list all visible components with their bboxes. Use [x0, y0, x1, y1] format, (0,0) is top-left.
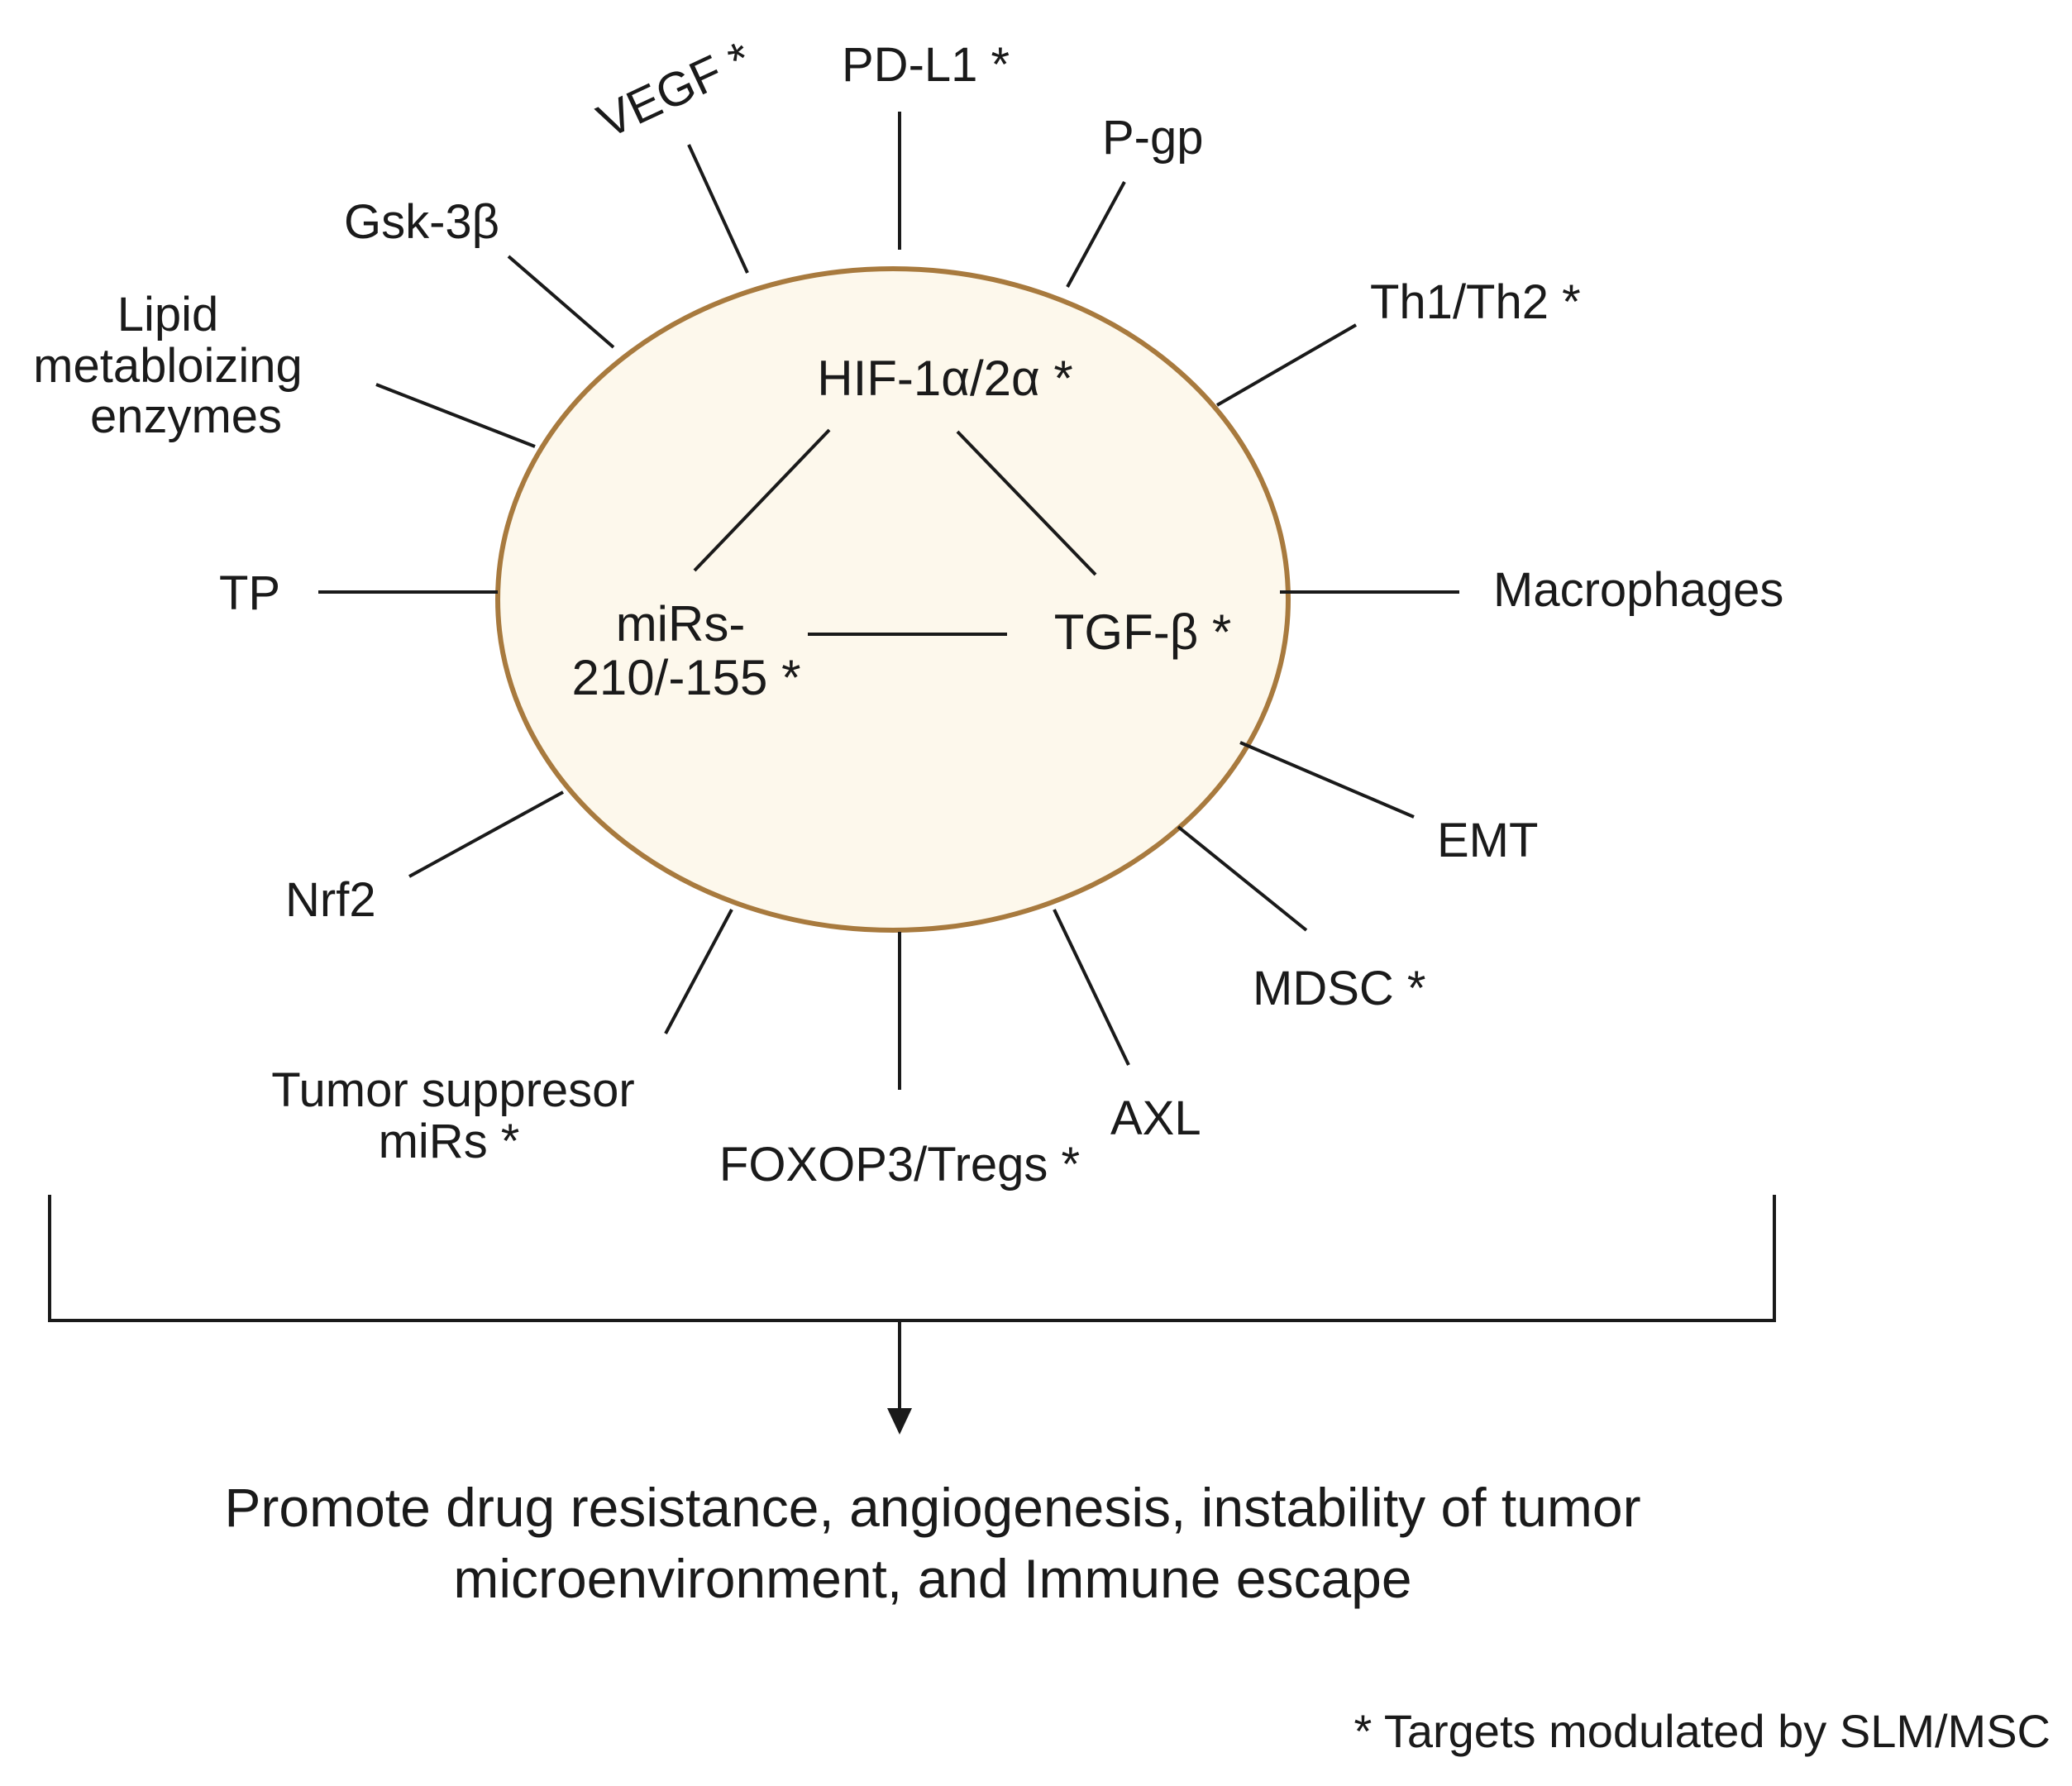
label-gsk: Gsk-3β [344, 195, 499, 249]
label-nrf2: Nrf2 [285, 873, 376, 927]
label-tgf: TGF-β * [1054, 604, 1231, 660]
bracket [48, 1195, 1776, 1435]
label-lipid-line2: metabloizing [33, 339, 303, 393]
label-vegf: VEGF * [590, 31, 760, 149]
label-th1th2: Th1/Th2 * [1370, 275, 1581, 329]
label-mirs-line1: miRs- [616, 596, 746, 652]
spoke-gsk [507, 255, 615, 349]
label-axl: AXL [1110, 1091, 1201, 1145]
label-pgp: P-gp [1102, 111, 1204, 165]
label-tumor-line2: miRs * [379, 1115, 520, 1168]
label-tp: TP [219, 566, 280, 620]
spoke-vegf [687, 144, 749, 274]
spoke-lines [318, 112, 1459, 1090]
outcome-line2: microenvironment, and Immune escape [453, 1548, 1411, 1609]
spoke-th1th2 [1215, 323, 1358, 407]
label-mirs-line2: 210/-155 * [572, 650, 801, 705]
label-lipid-line1: Lipid [117, 288, 219, 341]
core-triangle [693, 428, 1097, 636]
label-foxop3: FOXOP3/Tregs * [719, 1138, 1080, 1191]
footnote: * Targets modulated by SLM/MSC [1354, 1705, 2051, 1757]
spoke-axl [1053, 909, 1130, 1066]
spoke-tumor-mirs [664, 909, 733, 1034]
label-tumor-line1: Tumor suppresor [271, 1063, 634, 1117]
bracket-line [48, 1195, 1776, 1322]
label-hif: HIF-1α/2α * [817, 351, 1072, 406]
label-pdl1: PD-L1 * [842, 38, 1010, 92]
spoke-lipid [375, 383, 536, 448]
link-hif-tgf [956, 430, 1097, 576]
link-hif-mirs [693, 428, 831, 572]
spoke-nrf2 [408, 790, 564, 878]
outcome-line1: Promote drug resistance, angiogenesis, i… [224, 1477, 1640, 1538]
arrow-head [887, 1408, 912, 1435]
label-macrophages: Macrophages [1493, 563, 1783, 617]
central-cell [495, 266, 1291, 933]
label-mdsc: MDSC * [1253, 962, 1425, 1015]
label-emt: EMT [1437, 814, 1538, 867]
spoke-mdsc [1177, 825, 1308, 932]
spoke-pgp [1066, 181, 1126, 288]
spoke-emt [1239, 741, 1415, 819]
label-lipid-line3: enzymes [90, 389, 282, 443]
